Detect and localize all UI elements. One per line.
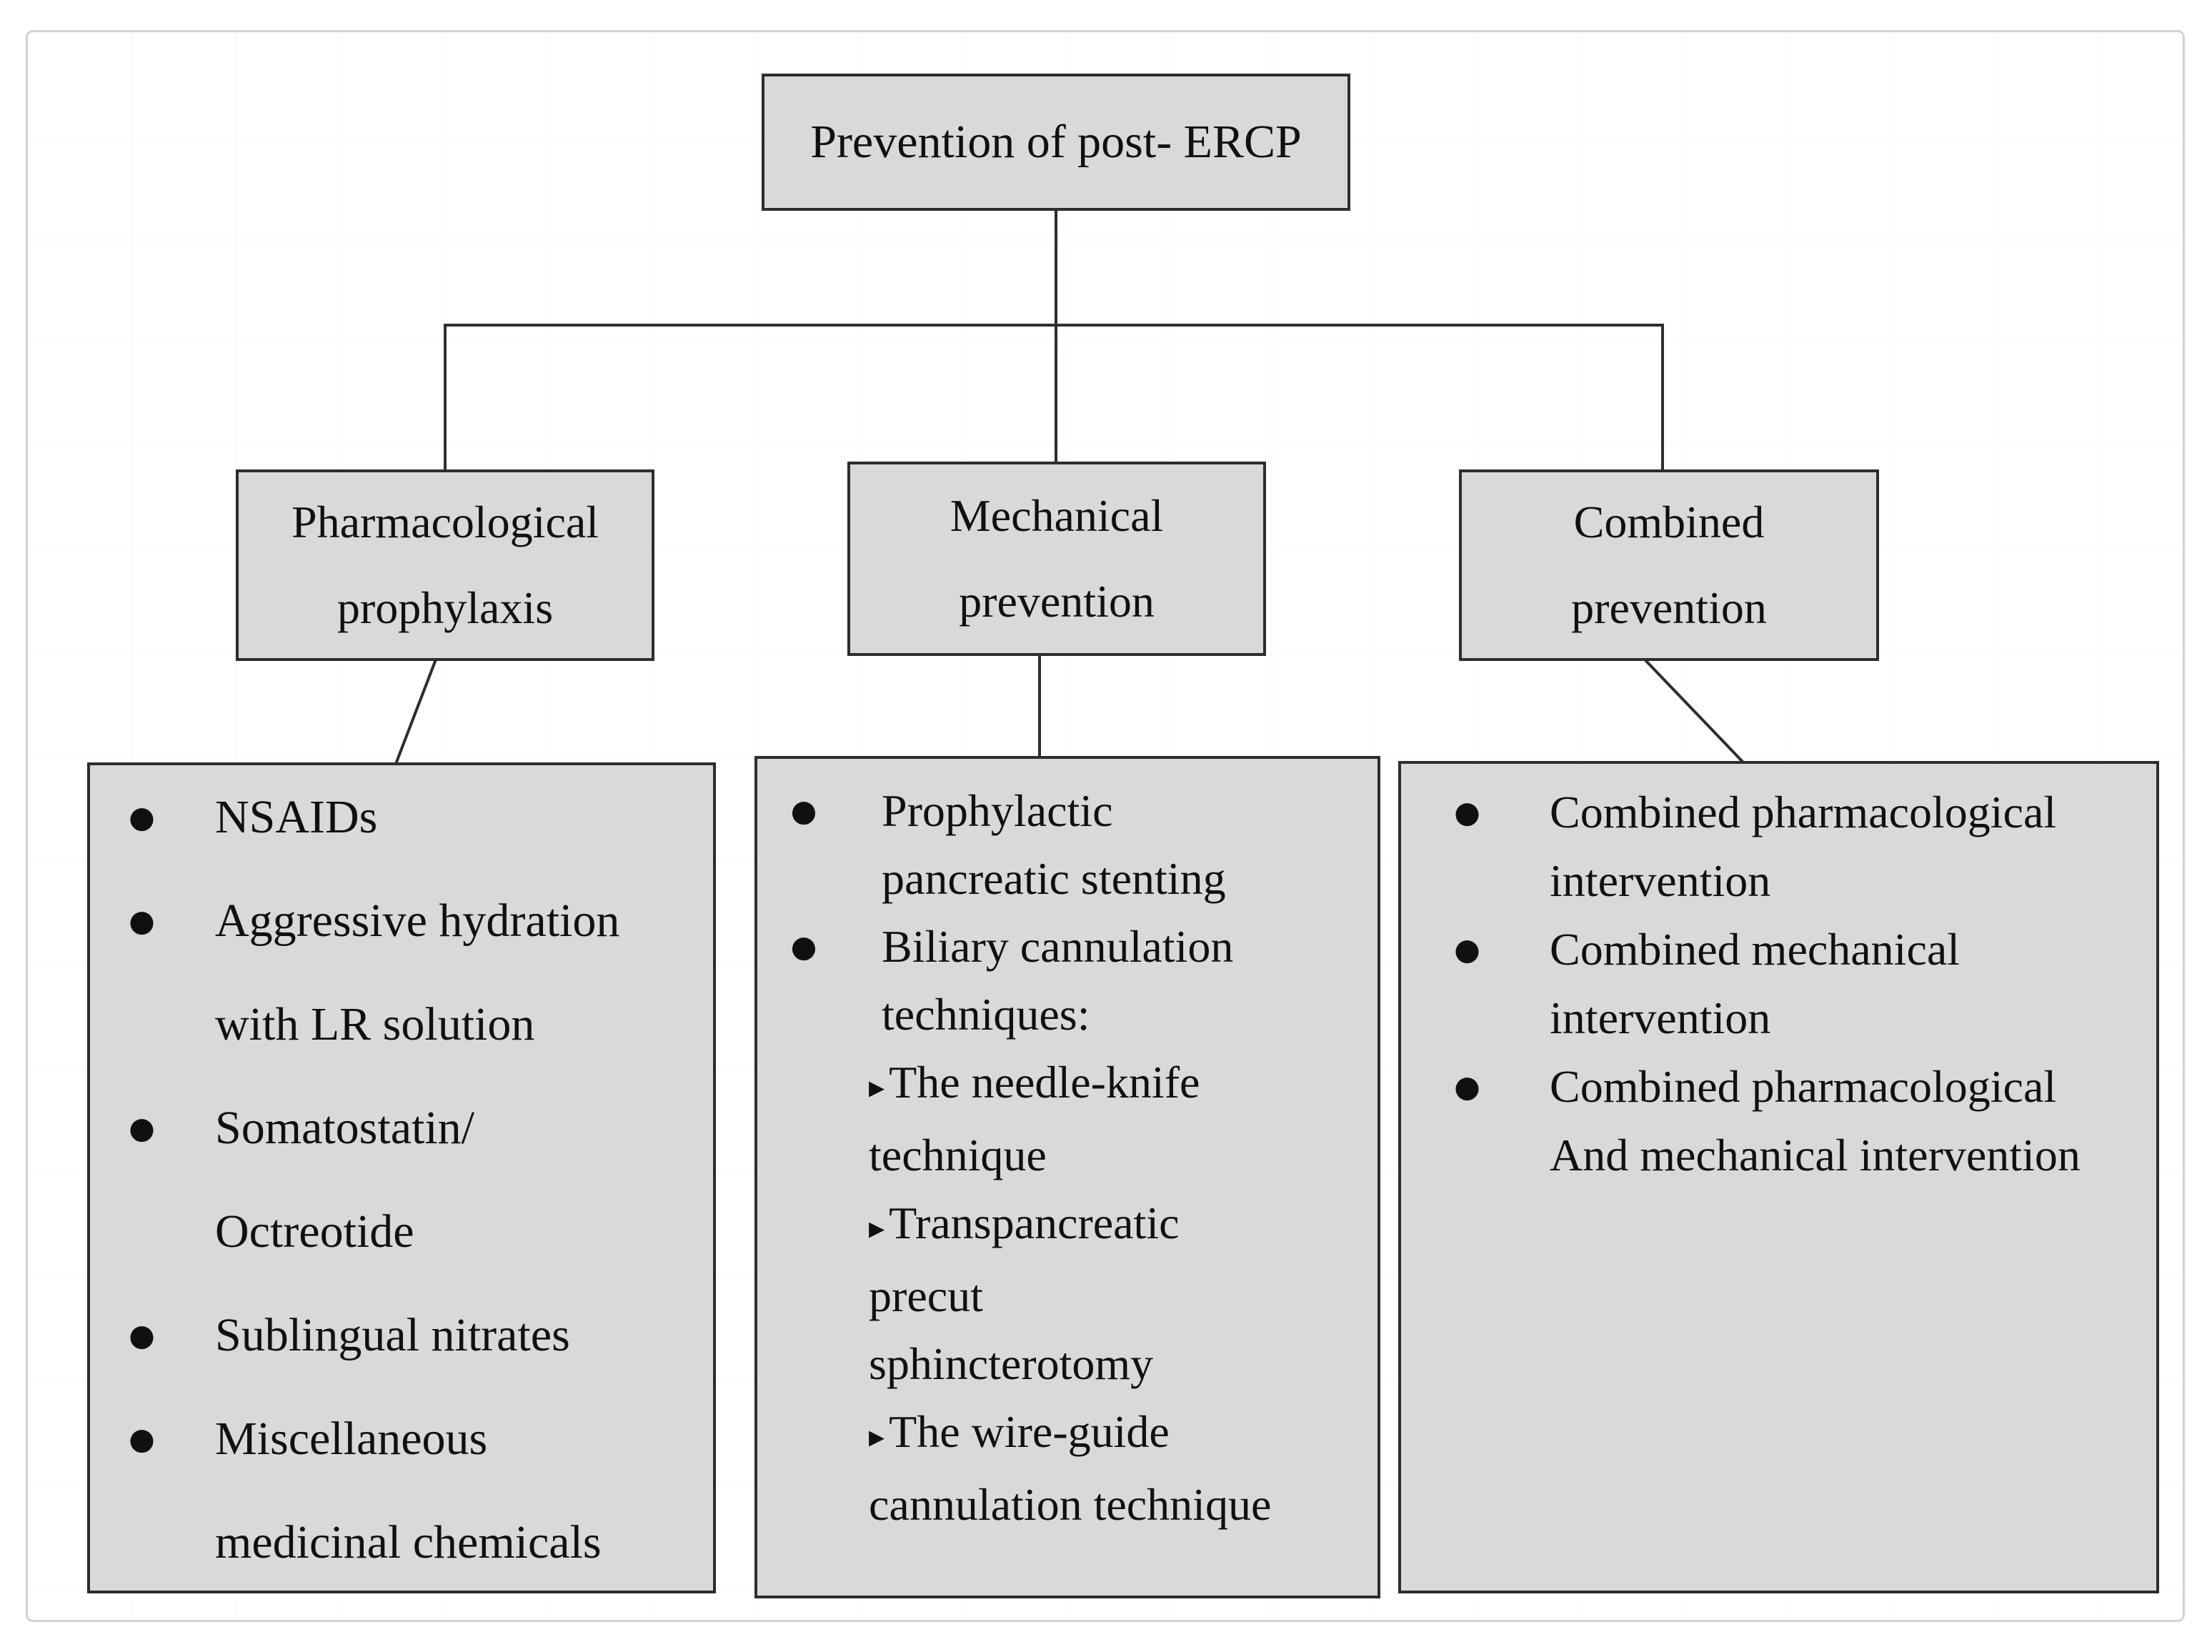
branch-label-line: Pharmacological xyxy=(291,497,599,547)
sub-item-text: The needle-knife xyxy=(889,1057,1200,1108)
detail-box-pharmacological: ● NSAIDs ● Aggressive hydration with LR … xyxy=(87,762,716,1593)
detail-box-mechanical: ● Prophylactic pancreatic stenting ● Bil… xyxy=(754,756,1380,1598)
list-item: ● NSAIDs xyxy=(90,765,713,869)
list-item-line: intervention xyxy=(1550,992,1771,1043)
list-item-line: Combined mechanical xyxy=(1550,924,1961,975)
list-item-line: with LR solution xyxy=(215,998,535,1050)
bullet-icon: ● xyxy=(129,1318,155,1353)
list-item: ● Combined mechanical intervention xyxy=(1401,915,2156,1053)
list-item: ● Somatostatin/ Octreotide xyxy=(90,1076,713,1283)
bullet-icon: ● xyxy=(1454,932,1480,967)
list-item: ● Combined pharmacological intervention xyxy=(1401,778,2156,915)
bullet-icon: ● xyxy=(129,1421,155,1456)
sub-list-item-line: precut xyxy=(869,1270,983,1321)
list-item: ● Aggressive hydration with LR solution xyxy=(90,869,713,1076)
triangle-bullet-icon: ▸ xyxy=(869,1069,885,1105)
list-item: ● Biliary cannulation techniques: ▸The n… xyxy=(757,912,1377,1538)
list-item-line: Biliary cannulation xyxy=(882,921,1234,972)
bullet-icon: ● xyxy=(1454,1069,1480,1104)
sub-list-item-line: ▸The needle-knife xyxy=(869,1048,1377,1121)
list-item: ● Sublingual nitrates xyxy=(90,1283,713,1387)
bullet-icon: ● xyxy=(129,903,155,938)
branch-label-line: prevention xyxy=(959,576,1155,627)
sub-list-item-line: ▸Transpancreatic xyxy=(869,1189,1377,1262)
sub-list-item-line: ▸The wire-guide xyxy=(869,1398,1377,1471)
branch-label-line: Combined xyxy=(1573,497,1765,547)
list-item: ● Prophylactic pancreatic stenting xyxy=(757,777,1377,912)
sub-list-item-line: sphincterotomy xyxy=(869,1338,1154,1389)
bullet-icon: ● xyxy=(129,800,155,835)
list-item-line: Somatostatin/ xyxy=(215,1102,474,1154)
list-item-line: Sublingual nitrates xyxy=(215,1309,570,1361)
sub-list-item-line: technique xyxy=(869,1130,1047,1180)
list-item-line: pancreatic stenting xyxy=(882,853,1226,904)
sub-list-item-line: cannulation technique xyxy=(869,1479,1272,1530)
branch-node-pharmacological-prophylaxis: Pharmacological prophylaxis xyxy=(236,469,654,661)
branch-node-mechanical-prevention: Mechanical prevention xyxy=(847,462,1266,656)
triangle-bullet-icon: ▸ xyxy=(869,1210,885,1246)
list-item-line: intervention xyxy=(1550,855,1771,906)
list-item-line: And mechanical intervention xyxy=(1550,1130,2081,1180)
list-item-line: NSAIDs xyxy=(215,791,378,843)
branch-label-line: prophylaxis xyxy=(337,582,554,633)
bullet-icon: ● xyxy=(790,793,817,828)
list-item: ● Combined pharmacological And mechanica… xyxy=(1401,1053,2156,1190)
detail-box-combined: ● Combined pharmacological intervention … xyxy=(1398,761,2159,1593)
branch-label-line: prevention xyxy=(1571,582,1767,633)
list-item-line: Prophylactic xyxy=(882,785,1113,836)
list-item-line: Combined pharmacological xyxy=(1550,787,2057,837)
bullet-icon: ● xyxy=(129,1110,155,1145)
branch-label-line: Mechanical xyxy=(950,490,1164,541)
list-item-line: Aggressive hydration xyxy=(215,895,620,947)
branch-node-combined-prevention: Combined prevention xyxy=(1459,469,1879,661)
list-item: ● Miscellaneous medicinal chemicals xyxy=(90,1387,713,1594)
sub-item-text: The wire-guide xyxy=(889,1406,1170,1457)
bullet-icon: ● xyxy=(1454,795,1480,830)
root-node-label: Prevention of post- ERCP xyxy=(810,116,1302,168)
root-node-prevention-of-post-ercp: Prevention of post- ERCP xyxy=(762,74,1350,211)
list-item-line: Miscellaneous xyxy=(215,1413,488,1465)
list-item-line: Octreotide xyxy=(215,1205,414,1258)
list-item-line: medicinal chemicals xyxy=(215,1516,602,1568)
triangle-bullet-icon: ▸ xyxy=(869,1418,885,1455)
list-item-line: Combined pharmacological xyxy=(1550,1061,2057,1112)
bullet-icon: ● xyxy=(790,929,817,964)
list-item-line: techniques: xyxy=(882,989,1090,1040)
sub-item-text: Transpancreatic xyxy=(889,1198,1180,1248)
